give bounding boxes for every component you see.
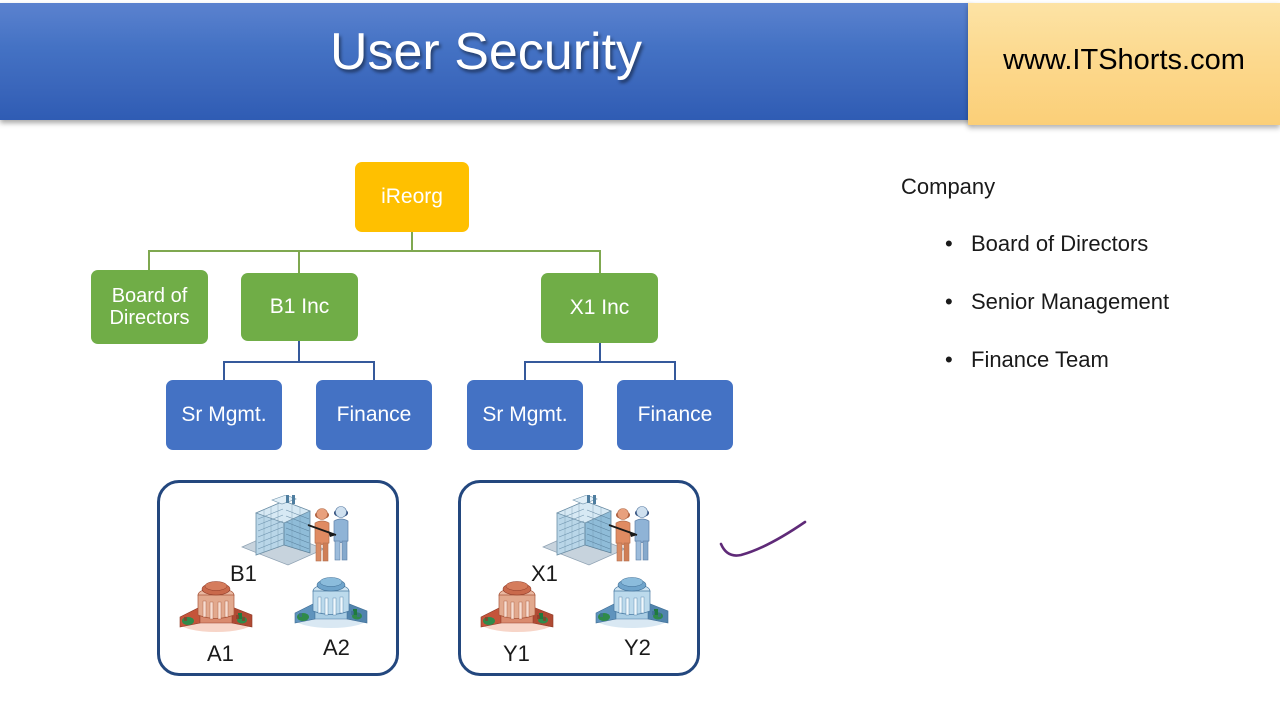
blue-building-icon [291, 573, 371, 634]
connector-x1-right-drop [674, 361, 676, 380]
org-node-x1-finance[interactable]: Finance [617, 380, 733, 450]
site-watermark: www.ITShorts.com [1003, 44, 1245, 76]
office-tower-handshake-icon [539, 489, 651, 574]
bullet-icon: • [945, 289, 953, 314]
purple-check-curve-annotation [719, 520, 807, 557]
group-b-item-label-a1: A1 [207, 641, 234, 666]
group-b-item-label-b1: B1 [230, 561, 257, 586]
connector-b1-horizontal [223, 361, 374, 363]
org-node-x1-sr-mgmt[interactable]: Sr Mgmt. [467, 380, 583, 450]
list-item-label: Board of Directors [971, 231, 1149, 256]
office-tower-handshake-icon [238, 489, 350, 574]
red-building-icon [477, 577, 557, 638]
page-title: User Security [329, 23, 643, 81]
list-item-label: Senior Management [971, 289, 1170, 314]
connector-x1-horizontal [524, 361, 675, 363]
red-building-icon [176, 577, 256, 638]
group-x-item-label-y2: Y2 [624, 635, 651, 660]
company-heading: Company [901, 174, 996, 199]
header-yellow-panel [968, 3, 1280, 125]
org-node-b1-sr-mgmt[interactable]: Sr Mgmt. [166, 380, 282, 450]
connector-b1-left-drop [223, 361, 225, 380]
org-node-x1-inc[interactable]: X1 Inc [541, 273, 658, 343]
bullet-icon: • [945, 347, 953, 372]
org-node-board-of-directors[interactable]: Board of Directors [91, 270, 208, 344]
connector-b1-right-drop [373, 361, 375, 380]
bullet-icon: • [945, 231, 953, 256]
group-x-item-label-x1: X1 [531, 561, 558, 586]
slide-header: User Security www.ITShorts.com [0, 0, 1280, 125]
list-item-label: Finance Team [971, 347, 1109, 372]
group-b-item-label-a2: A2 [323, 635, 350, 660]
group-panel-b[interactable]: B1 [157, 480, 399, 676]
connector-b1-vertical [298, 250, 300, 273]
connector-root-vertical [411, 232, 413, 251]
org-node-b1-inc[interactable]: B1 Inc [241, 273, 358, 341]
group-x-item-label-y1: Y1 [503, 641, 530, 666]
blue-building-icon [592, 573, 672, 634]
group-panel-x[interactable]: X1 [458, 480, 700, 676]
org-node-ireorg[interactable]: iReorg [355, 162, 469, 232]
connector-b1-down [298, 341, 300, 362]
header-blue-banner [0, 3, 972, 120]
connector-board-vertical [148, 250, 150, 270]
connector-x1-down [599, 343, 601, 362]
list-item: • Finance Team [945, 347, 1109, 373]
org-chart: iReorg Board of Directors B1 Inc X1 Inc … [91, 162, 733, 450]
list-item: • Board of Directors [945, 231, 1148, 257]
org-node-b1-finance[interactable]: Finance [316, 380, 432, 450]
list-item: • Senior Management [945, 289, 1169, 315]
connector-x1-vertical [599, 250, 601, 273]
connector-x1-left-drop [524, 361, 526, 380]
connector-green-horizontal [148, 250, 600, 252]
